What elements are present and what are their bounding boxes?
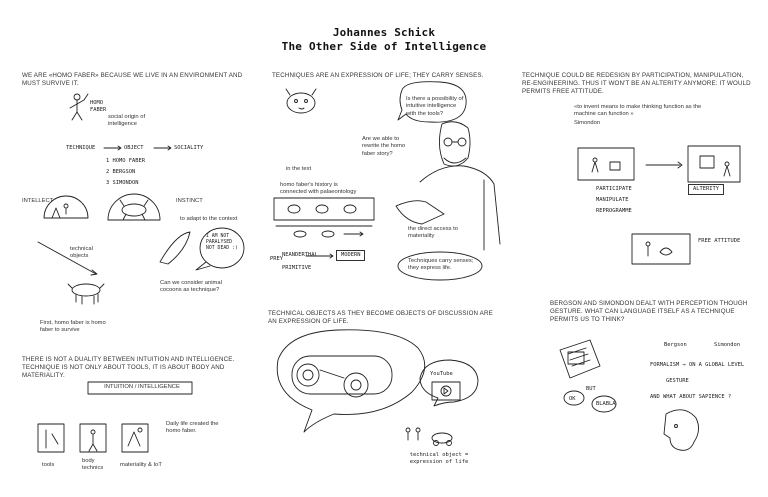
- animal-sketch: [67, 283, 105, 305]
- gesture-label: GESTURE: [666, 378, 689, 384]
- instinct-label: INSTINCT: [176, 198, 203, 204]
- caption-tools: tools: [42, 462, 55, 468]
- mask-sketch: [285, 88, 317, 114]
- section-heading-bergson: BERGSON AND SIMONDON DEALT WITH PERCEPTI…: [550, 300, 748, 323]
- section-heading-objects: TECHNICAL OBJECTS AS THEY BECOME OBJECTS…: [268, 310, 493, 325]
- bubble-text: I AM NOT PARALYSED NOT DEAD :): [206, 234, 238, 251]
- intellect-label: INTELLECT: [22, 198, 54, 204]
- cocoons-question: Can we consider animal cocoons as techni…: [160, 280, 222, 294]
- carry-senses-note: Techniques carry senses; they express li…: [408, 258, 474, 272]
- first-note: First, homo faber is homo faber to survi…: [40, 320, 106, 334]
- caption-iot: materiality & IoT: [120, 462, 162, 468]
- list-item: 1 HOMO FABER: [106, 158, 145, 164]
- adapt-note: to adapt to the context: [180, 216, 238, 222]
- concept-box: [87, 381, 193, 395]
- section-heading-redesign: TECHNIQUE COULD BE REDESIGN BY PARTICIPA…: [522, 72, 751, 95]
- prey-label: PREY: [270, 256, 283, 262]
- formalism-label: FORMALISM → ON A GLOBAL LEVEL: [650, 362, 745, 368]
- primitive-label: PRIMITIVE: [282, 265, 312, 271]
- speaker-portrait: [395, 121, 501, 251]
- tools-frame: [37, 423, 65, 453]
- simondon-quote: «to invent means to make thinking functi…: [574, 104, 702, 118]
- thinker-face: [663, 409, 699, 451]
- cocoon-sketch: [159, 231, 191, 265]
- history-note: homo faber's history is connected with p…: [280, 182, 357, 196]
- intellect-globe: [43, 195, 89, 219]
- youtube-label: YouTube: [430, 371, 453, 377]
- speech-bubble: [591, 395, 617, 413]
- speech-bubble: [397, 81, 467, 123]
- social-origin-note: social origin of intelligence: [108, 114, 146, 128]
- section-heading-homo-faber: WE ARE «HOMO FABER» BECAUSE WE LIVE IN A…: [22, 72, 243, 87]
- section-heading-duality: THERE IS NOT A DUALITY BETWEEN INTUITION…: [22, 356, 235, 379]
- reprogramme-label: REPROGRAMME: [596, 208, 632, 214]
- homo-faber-label: HOMO FABER: [90, 100, 107, 113]
- sapience-label: AND WHAT ABOUT SAPIENCE ?: [650, 394, 732, 400]
- homo-faber-figure: [69, 93, 89, 121]
- question-intuitive: Is there a possibility of intuitive inte…: [406, 96, 464, 117]
- author-name: Johannes Schick: [332, 26, 436, 39]
- free-attitude-label: FREE ATTITUDE: [698, 238, 741, 244]
- list-item: 2 BERGSON: [106, 169, 136, 175]
- book-sketch: [559, 339, 601, 379]
- daily-life-note: Daily life created the homo faber.: [166, 421, 219, 435]
- vehicle-sketch: [431, 432, 453, 444]
- participation-frames: [577, 145, 741, 265]
- bergson-label: Bergson: [664, 342, 687, 348]
- ok-label: OK: [569, 396, 576, 402]
- participate-label: PARTICIPATE: [596, 186, 632, 192]
- manipulate-label: MANIPULATE: [596, 197, 629, 203]
- speech-bubble: [397, 251, 483, 281]
- technical-objects-note: technical objects: [70, 246, 93, 260]
- direct-access-note: the direct access to materiality: [408, 226, 458, 240]
- chain-object: OBJECT: [124, 145, 144, 151]
- blabla-label: BLABLA: [596, 401, 616, 407]
- speech-bubble: [563, 390, 585, 406]
- alterity-label: ALTERITY: [688, 184, 724, 195]
- section-heading-techniques: TECHNIQUES ARE AN EXPRESSION OF LIFE; TH…: [272, 72, 484, 79]
- neanderthal-label: NEANDERTHAL: [282, 252, 318, 258]
- youtube-bubble: [419, 359, 479, 407]
- bones-sketch: [273, 197, 375, 259]
- page-title: The Other Side of Intelligence: [281, 40, 487, 53]
- speech-bubble: [199, 227, 245, 269]
- chain-sociality: SOCIALITY: [174, 145, 204, 151]
- simondon-label: Simondon: [714, 342, 740, 348]
- body-frame: [79, 423, 107, 453]
- instinct-globe: [107, 193, 161, 221]
- concept-box-label: INTUITION / INTELLIGENCE: [104, 384, 180, 390]
- quote-author: Simondon: [574, 120, 601, 126]
- question-rewrite: Are we able to rewrite the homo faber st…: [362, 136, 406, 157]
- but-label: BUT: [586, 386, 596, 392]
- modern-label: MODERN: [336, 250, 366, 261]
- caption-body: body technics: [82, 458, 104, 472]
- chain-technique: TECHNIQUE: [66, 145, 96, 151]
- technical-object-caption: technical object = expression of life: [409, 452, 469, 465]
- list-item: 3 SIMONDON: [106, 180, 139, 186]
- iot-frame: [121, 423, 149, 453]
- in-text-note: in the text: [286, 166, 312, 172]
- machine-bubble: [276, 329, 426, 433]
